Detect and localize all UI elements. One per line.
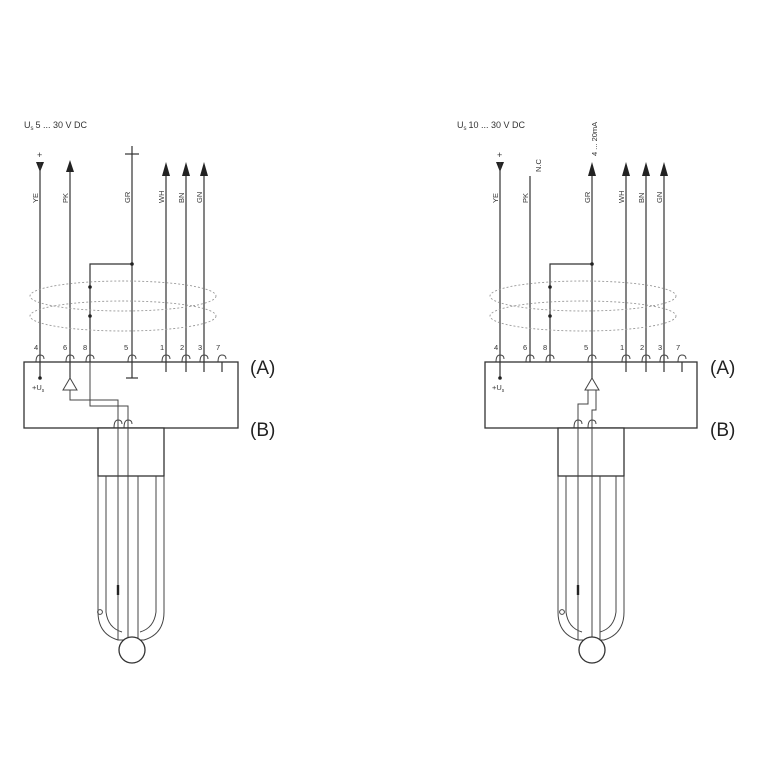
right-terminal-5: 5 bbox=[584, 343, 588, 352]
left-wire-label-pk: PK bbox=[61, 193, 70, 203]
right-callout-b: (B) bbox=[710, 420, 735, 441]
left-pk-arrow bbox=[66, 160, 74, 172]
left-callout-a: (A) bbox=[250, 358, 275, 379]
left-wire-label-wh: WH bbox=[157, 191, 166, 204]
right-terminal-6: 6 bbox=[523, 343, 527, 352]
right-wire-label-ye: YE bbox=[491, 193, 500, 203]
right-terminal-7: 7 bbox=[676, 343, 680, 352]
left-wire-label-ye: YE bbox=[31, 193, 40, 203]
left-plus-symbol: + bbox=[37, 150, 42, 160]
left-terminal-7: 7 bbox=[216, 343, 220, 352]
right-current-label: 4 ... 20mA bbox=[590, 122, 599, 156]
left-wire-label-bn: BN bbox=[177, 193, 186, 203]
left-bn-arrow bbox=[182, 162, 190, 176]
right-probe-bulb bbox=[578, 636, 606, 664]
left-junction-dot bbox=[130, 262, 134, 266]
left-inner-supply-label: +Us bbox=[32, 383, 45, 394]
right-connector-hooks bbox=[495, 354, 687, 363]
right-terminal-4: 4 bbox=[494, 343, 498, 352]
right-callout-a: (A) bbox=[710, 358, 735, 379]
right-shield-ellipse-top bbox=[489, 280, 677, 312]
right-terminal-3: 3 bbox=[658, 343, 662, 352]
right-plus-symbol: + bbox=[497, 150, 502, 160]
left-probe-outer-tube bbox=[97, 476, 165, 641]
right-bn-arrow bbox=[642, 162, 650, 176]
right-probe-outer-tube bbox=[557, 476, 625, 641]
left-connector-hooks bbox=[35, 354, 227, 363]
left-terminal-1: 1 bbox=[160, 343, 164, 352]
left-dot-upper bbox=[88, 285, 92, 289]
left-shield-ellipse-bottom bbox=[29, 300, 217, 332]
left-terminal-3: 3 bbox=[198, 343, 202, 352]
right-electronics-box bbox=[484, 361, 698, 429]
right-wire-label-pk: PK bbox=[521, 193, 530, 203]
right-terminal-1: 1 bbox=[620, 343, 624, 352]
right-terminal-2: 2 bbox=[640, 343, 644, 352]
left-terminal-8: 8 bbox=[83, 343, 87, 352]
right-gr-arrow bbox=[588, 162, 596, 176]
left-terminal-5: 5 bbox=[124, 343, 128, 352]
right-shield-ellipse-bottom bbox=[489, 300, 677, 332]
right-gn-arrow bbox=[660, 162, 668, 176]
left-probe-bulb bbox=[118, 636, 146, 664]
right-nc-label: N.C bbox=[534, 159, 543, 173]
left-probe-neck bbox=[97, 427, 165, 477]
right-probe-neck bbox=[557, 427, 625, 477]
right-wire-label-wh: WH bbox=[617, 191, 626, 204]
left-terminal-6: 6 bbox=[63, 343, 67, 352]
right-inner-supply-label: +Us bbox=[492, 383, 505, 394]
left-probe-sensor-dot bbox=[97, 609, 103, 615]
right-wire-label-bn: BN bbox=[637, 193, 646, 203]
left-wh-arrow bbox=[162, 162, 170, 176]
right-terminal-8: 8 bbox=[543, 343, 547, 352]
right-junction-dot bbox=[590, 262, 594, 266]
right-wh-arrow bbox=[622, 162, 630, 176]
left-wire-label-gn: GN bbox=[195, 192, 204, 203]
left-electronics-box bbox=[23, 361, 239, 429]
right-probe-sensor-dot bbox=[559, 609, 565, 615]
left-shield-ellipse-top bbox=[29, 280, 217, 312]
left-gn-arrow bbox=[200, 162, 208, 176]
left-callout-b: (B) bbox=[250, 420, 275, 441]
right-wire-label-gr: GR bbox=[583, 191, 592, 203]
right-pin8-link bbox=[549, 263, 592, 362]
left-dot-lower bbox=[88, 314, 92, 318]
left-wire-label-gr: GR bbox=[123, 191, 132, 203]
right-wire-label-gn: GN bbox=[655, 192, 664, 203]
left-terminal-4: 4 bbox=[34, 343, 38, 352]
left-terminal-2: 2 bbox=[180, 343, 184, 352]
right-amplifier-triangle bbox=[584, 377, 600, 391]
left-pin8-link bbox=[89, 263, 132, 362]
